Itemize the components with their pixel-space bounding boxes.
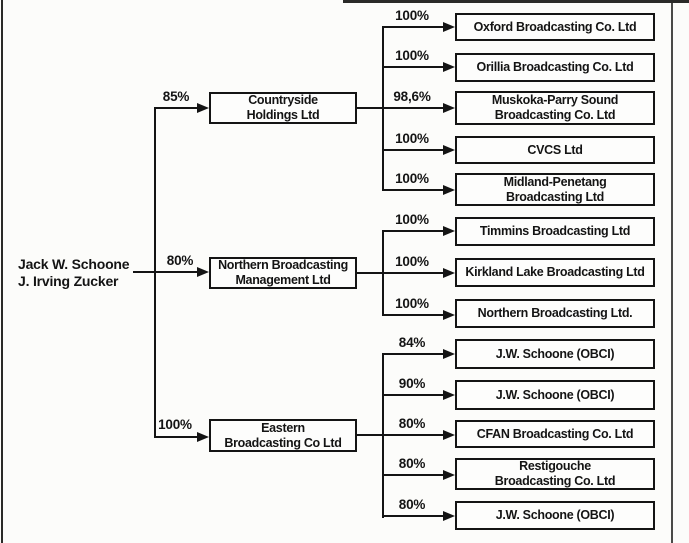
company-box-countryside-holdings: Countryside Holdings Ltd xyxy=(209,92,357,124)
connector-line xyxy=(382,272,443,274)
connector-line xyxy=(382,434,443,436)
company-box-timmins: Timmins Broadcasting Ltd xyxy=(455,217,655,246)
arrow-right-icon xyxy=(197,103,209,113)
company-name-line: Broadcasting Co Ltd xyxy=(224,435,342,450)
arrow-right-icon xyxy=(443,511,455,521)
ownership-pct-label: 80% xyxy=(398,497,426,512)
connector-line xyxy=(382,474,443,476)
company-name-line: Management Ltd xyxy=(235,273,331,287)
company-name-line: Northern Broadcasting xyxy=(218,258,348,272)
company-name-line: Broadcasting Co. Ltd xyxy=(494,474,616,488)
arrow-right-icon xyxy=(443,226,455,236)
company-box-restigouche: Restigouche Broadcasting Co. Ltd xyxy=(455,458,655,490)
arrow-right-icon xyxy=(443,310,455,320)
ownership-pct-label: 100% xyxy=(395,131,429,146)
arrow-right-icon xyxy=(443,103,455,113)
ownership-pct-label: 80% xyxy=(398,456,426,471)
connector-line xyxy=(382,107,443,109)
connector-owner-to-trunk xyxy=(133,271,198,273)
connector-line xyxy=(382,66,443,68)
ownership-pct-label: 100% xyxy=(395,48,429,63)
trunk-line xyxy=(154,108,156,438)
connector-line xyxy=(382,149,443,151)
branch-out-countryside xyxy=(355,107,384,109)
arrow-right-icon xyxy=(443,430,455,440)
company-box-kirkland-lake: Kirkland Lake Broadcasting Ltd xyxy=(455,258,655,287)
company-name-line: Oxford Broadcasting Co. Ltd xyxy=(473,19,637,34)
company-name-line: CFAN Broadcasting Co. Ltd xyxy=(476,426,634,441)
company-box-jw-schoone-1: J.W. Schoone (OBCI) xyxy=(455,339,655,369)
company-box-northern-broadcasting-management: Northern Broadcasting Management Ltd xyxy=(209,257,357,289)
ownership-pct-label: 100% xyxy=(395,212,429,227)
arrow-right-icon xyxy=(443,145,455,155)
ownership-pct-label: 100% xyxy=(158,417,192,432)
company-name-line: Countryside xyxy=(248,93,318,107)
arrow-right-icon xyxy=(443,22,455,32)
connector-to-eastern xyxy=(154,436,198,438)
ownership-pct-label: 90% xyxy=(398,376,426,391)
company-name-line: Orillia Broadcasting Co. Ltd xyxy=(476,60,634,74)
company-name-line: Eastern xyxy=(261,420,305,435)
connector-line xyxy=(382,230,443,232)
company-box-orillia: Orillia Broadcasting Co. Ltd xyxy=(455,53,655,82)
ownership-pct-label: 100% xyxy=(395,296,429,311)
page-border-top xyxy=(343,0,689,3)
connector-line xyxy=(382,394,443,396)
connector-line xyxy=(382,26,443,28)
ownership-pct-label: 100% xyxy=(395,254,429,269)
company-name-line: J.W. Schoone (OBCI) xyxy=(495,387,615,402)
company-name-line: CVCS Ltd xyxy=(527,142,583,157)
branch-out-northern xyxy=(355,272,384,274)
company-box-muskoka-parry-sound: Muskoka-Parry Sound Broadcasting Co. Ltd xyxy=(455,91,655,125)
ownership-pct-label: 85% xyxy=(162,89,190,104)
company-box-jw-schoone-3: J.W. Schoone (OBCI) xyxy=(455,501,655,530)
arrow-right-icon xyxy=(197,432,209,442)
ownership-pct-label: 80% xyxy=(166,253,194,268)
company-name-line: Midland-Penetang xyxy=(503,174,607,189)
company-name-line: Broadcasting Co. Ltd xyxy=(494,108,616,122)
company-name-line: Kirkland Lake Broadcasting Ltd xyxy=(465,265,645,279)
arrow-right-icon xyxy=(443,268,455,278)
branch-out-eastern xyxy=(355,434,384,436)
arrow-right-icon xyxy=(443,185,455,195)
ownership-pct-label: 80% xyxy=(398,416,426,431)
company-box-northern-broadcasting-ltd: Northern Broadcasting Ltd. xyxy=(455,299,655,328)
connector-line xyxy=(382,189,443,191)
company-name-line: Restigouche xyxy=(519,459,591,473)
company-name-line: J.W. Schoone (OBCI) xyxy=(495,508,615,522)
page-border-right xyxy=(671,0,673,543)
ownership-pct-label: 100% xyxy=(395,171,429,186)
arrow-right-icon xyxy=(443,62,455,72)
connector-line xyxy=(382,314,443,316)
arrow-right-icon xyxy=(443,390,455,400)
company-box-oxford: Oxford Broadcasting Co. Ltd xyxy=(455,13,655,41)
company-name-line: Northern Broadcasting Ltd. xyxy=(477,306,633,320)
company-name-line: Holdings Ltd xyxy=(246,108,320,122)
company-name-line: Broadcasting Ltd xyxy=(506,189,604,204)
connector-to-countryside xyxy=(154,107,198,109)
connector-line xyxy=(382,515,443,517)
company-name-line: J.W. Schoone (OBCI) xyxy=(495,346,615,361)
company-box-midland-penetang: Midland-Penetang Broadcasting Ltd xyxy=(455,173,655,206)
arrow-right-icon xyxy=(443,349,455,359)
ownership-pct-label: 84% xyxy=(398,335,426,350)
ownership-pct-label: 100% xyxy=(395,8,429,23)
company-name-line: Timmins Broadcasting Ltd xyxy=(479,224,631,238)
owner-label: Jack W. Schoone J. Irving Zucker xyxy=(18,256,130,290)
company-box-cfan: CFAN Broadcasting Co. Ltd xyxy=(455,420,655,448)
ownership-pct-label: 98,6% xyxy=(393,89,431,104)
company-box-eastern-broadcasting: Eastern Broadcasting Co Ltd xyxy=(209,419,357,452)
company-box-jw-schoone-2: J.W. Schoone (OBCI) xyxy=(455,380,655,410)
company-name-line: Muskoka-Parry Sound xyxy=(491,93,619,107)
connector-line xyxy=(382,353,443,355)
arrow-right-icon xyxy=(197,267,209,277)
page-border-left xyxy=(1,0,3,543)
owner-name-line1: Jack W. Schoone xyxy=(18,256,130,272)
arrow-right-icon xyxy=(443,470,455,480)
company-box-cvcs: CVCS Ltd xyxy=(455,136,655,164)
owner-name-line2: J. Irving Zucker xyxy=(18,273,119,289)
